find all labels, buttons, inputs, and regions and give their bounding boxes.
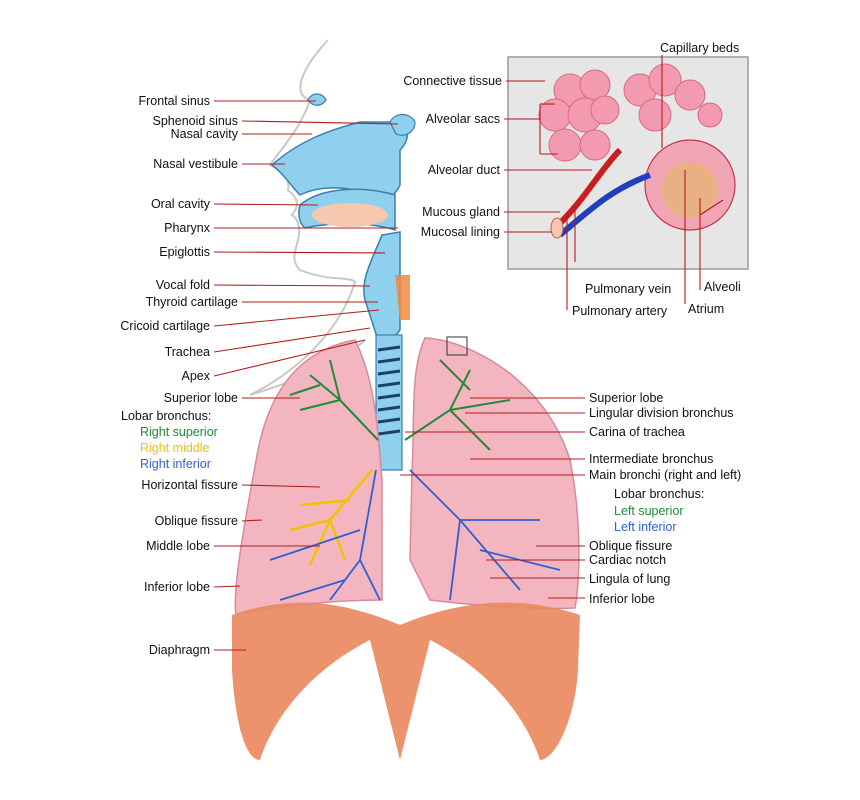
atrium-shape <box>662 162 718 218</box>
label-superior-lobe-right: Superior lobe <box>163 391 238 405</box>
label-right-superior: Right superior <box>140 425 218 439</box>
label-lingular-division-bronchus: Lingular division bronchus <box>589 406 734 420</box>
label-thyroid-cartilage: Thyroid cartilage <box>145 295 238 309</box>
pulmonary-artery-vessel <box>558 172 652 238</box>
label-lobar-bronchus-left: Lobar bronchus: <box>614 487 705 501</box>
label-lingula-of-lung: Lingula of lung <box>589 572 671 586</box>
label-diaphragm: Diaphragm <box>148 643 210 657</box>
label-trachea: Trachea <box>164 345 210 359</box>
label-cricoid-cartilage: Cricoid cartilage <box>120 319 210 333</box>
label-epiglottis: Epiglottis <box>159 245 210 259</box>
label-mucosal-lining: Mucosal lining <box>420 225 500 239</box>
label-pharynx: Pharynx <box>164 221 210 235</box>
bronchiole-tube-end <box>550 217 564 239</box>
label-oblique-fissure-left: Oblique fissure <box>589 539 673 553</box>
label-carina-of-trachea: Carina of trachea <box>589 425 685 439</box>
label-intermediate-bronchus: Intermediate bronchus <box>589 452 714 466</box>
label-left-inferior: Left inferior <box>614 520 677 534</box>
diaphragm-shape <box>232 602 580 760</box>
trachea-rings <box>377 345 401 436</box>
label-atrium: Atrium <box>688 302 725 316</box>
esophagus-shape <box>395 275 410 320</box>
label-inferior-lobe-left: Inferior lobe <box>589 592 656 606</box>
label-oral-cavity: Oral cavity <box>150 197 210 211</box>
label-alveolar-sacs: Alveolar sacs <box>425 112 500 126</box>
right-middle-bronchus-tree <box>289 469 373 566</box>
label-left-superior: Left superior <box>614 504 684 518</box>
label-nasal-vestibule: Nasal vestibule <box>153 157 238 171</box>
right-superior-bronchus-tree <box>289 359 379 441</box>
nasal-cavity-shape <box>270 121 409 200</box>
label-oblique-fissure-right: Oblique fissure <box>154 514 238 528</box>
left-superior-bronchus-tree <box>404 359 511 451</box>
right-inferior-bronchus-tree <box>269 469 381 601</box>
label-right-inferior: Right inferior <box>140 457 211 471</box>
label-sphenoid-sinus: Sphenoid sinus <box>152 114 238 128</box>
sphenoid-sinus-shape <box>389 113 416 136</box>
label-apex: Apex <box>181 369 211 383</box>
label-connective-tissue: Connective tissue <box>403 74 502 88</box>
label-nasal-cavity: Nasal cavity <box>170 127 238 141</box>
label-inferior-lobe-right: Inferior lobe <box>143 580 210 594</box>
label-superior-lobe-left: Superior lobe <box>589 391 664 405</box>
label-main-bronchi: Main bronchi (right and left) <box>589 468 742 482</box>
label-horizontal-fissure: Horizontal fissure <box>141 478 238 492</box>
label-vocal-fold: Vocal fold <box>155 278 210 292</box>
label-alveolar-duct: Alveolar duct <box>427 163 500 177</box>
label-middle-lobe: Middle lobe <box>146 539 210 553</box>
pulmonary-vein-vessel <box>552 147 623 231</box>
label-frontal-sinus: Frontal sinus <box>138 94 210 108</box>
label-cardiac-notch: Cardiac notch <box>589 553 667 567</box>
label-pulmonary-artery: Pulmonary artery <box>572 304 668 318</box>
label-pulmonary-vein: Pulmonary vein <box>585 282 672 296</box>
label-lobar-bronchus-right: Lobar bronchus: <box>121 409 212 423</box>
inset-location-marker <box>446 336 468 356</box>
label-alveoli: Alveoli <box>704 280 741 294</box>
frontal-sinus-shape <box>307 93 327 106</box>
label-capillary-beds: Capillary beds <box>660 41 740 55</box>
alveolar-sacs-cluster <box>538 63 723 162</box>
trachea-shape <box>375 334 403 471</box>
tongue-shape <box>312 203 388 227</box>
label-mucous-gland: Mucous gland <box>422 205 500 219</box>
label-right-middle: Right middle <box>140 441 210 455</box>
